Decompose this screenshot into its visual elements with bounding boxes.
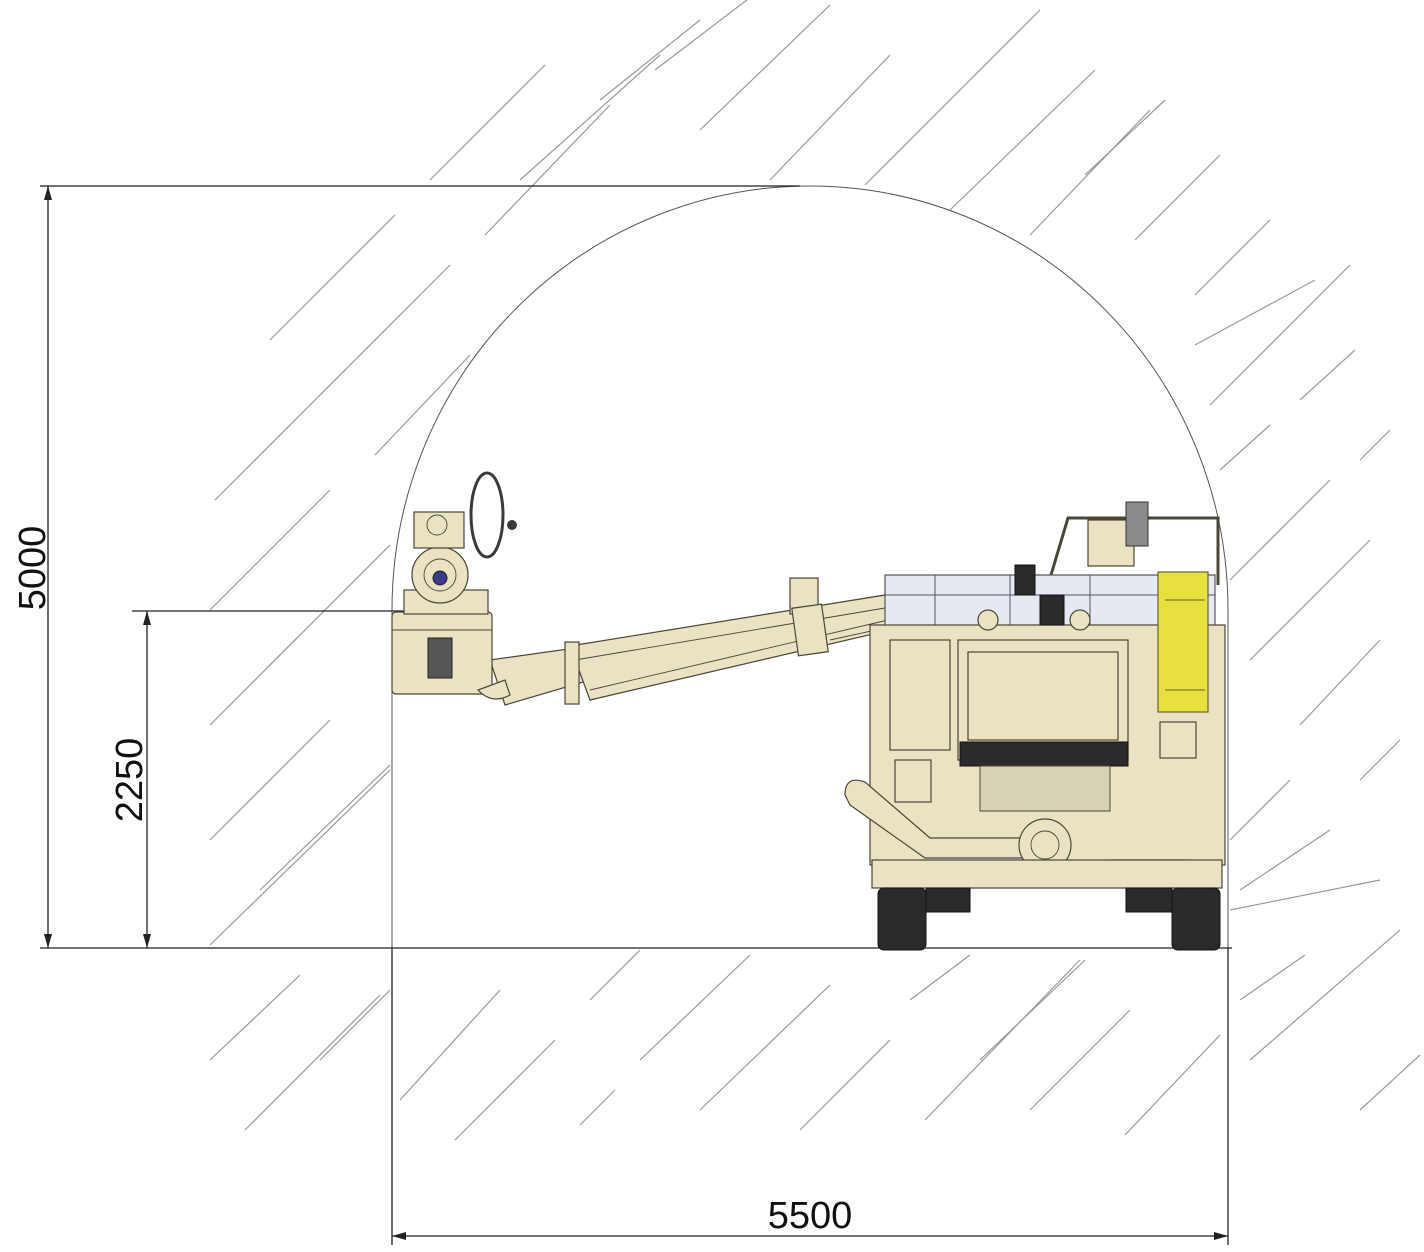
left-tire — [877, 887, 927, 951]
right-tire — [1171, 887, 1221, 951]
dimension-label-5000: 5000 — [12, 526, 54, 611]
hose-reel — [1157, 571, 1209, 713]
carrier-vehicle — [844, 501, 1226, 951]
shotcrete-machine — [391, 471, 1226, 951]
dimension-label-5500: 5500 — [768, 1195, 853, 1237]
tunnel-profile — [391, 185, 1229, 948]
width-dimension: 5500 — [391, 948, 1229, 1245]
nozzle-head — [391, 471, 517, 700]
dimension-label-2250: 2250 — [109, 738, 151, 823]
nozzle-hose-loop — [469, 471, 505, 559]
height-dimension-total: 5000 — [12, 185, 800, 948]
boom-arm — [489, 577, 891, 706]
height-dimension-boom: 2250 — [109, 610, 420, 948]
rock-hatching — [209, 0, 1421, 1141]
